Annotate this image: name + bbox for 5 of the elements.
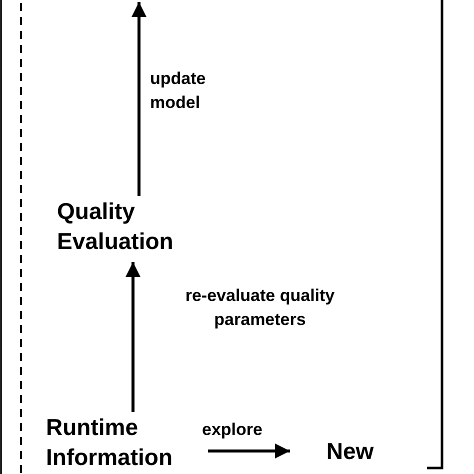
arrow [132, 2, 146, 196]
node-label: Quality Evaluation [57, 197, 174, 256]
node-label: New [325, 437, 375, 466]
arrow [208, 444, 290, 458]
arrow [126, 262, 140, 412]
